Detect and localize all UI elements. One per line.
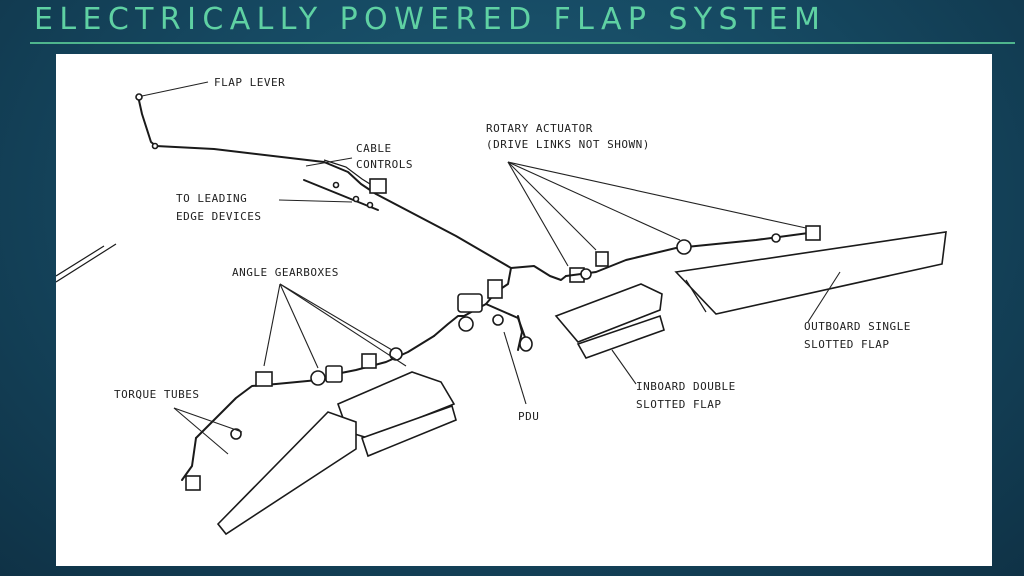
label-pdu: PDU	[518, 410, 539, 423]
diagram-labels: FLAP LEVER CABLE CONTROLS TO LEADING EDG…	[114, 76, 911, 423]
label-outboard-flap-2: SLOTTED FLAP	[804, 338, 889, 351]
label-angle-gearboxes: ANGLE GEARBOXES	[232, 266, 339, 279]
flap-lever	[135, 93, 325, 163]
title-underline	[30, 42, 1015, 44]
central-drive	[317, 265, 585, 381]
label-leading-edge-2: EDGE DEVICES	[176, 210, 261, 223]
label-inboard-flap-2: SLOTTED FLAP	[636, 398, 721, 411]
right-torque-tubes	[565, 225, 821, 280]
label-torque-tubes: TORQUE TUBES	[114, 388, 199, 401]
label-rotary-actuator-2: (DRIVE LINKS NOT SHOWN)	[486, 138, 650, 151]
label-cable-controls-2: CONTROLS	[356, 158, 413, 171]
slide-title: ELECTRICALLY POWERED FLAP SYSTEM	[34, 2, 827, 37]
label-cable-controls-1: CABLE	[356, 142, 392, 155]
cable-controls	[303, 159, 512, 269]
label-inboard-flap-1: INBOARD DOUBLE	[636, 380, 736, 393]
inboard-flap	[554, 283, 665, 359]
label-leading-edge-1: TO LEADING	[176, 192, 247, 205]
outboard-flap	[674, 231, 947, 315]
label-flap-lever: FLAP LEVER	[214, 76, 285, 89]
label-outboard-flap-1: OUTBOARD SINGLE	[804, 320, 911, 333]
flap-system-diagram: FLAP LEVER CABLE CONTROLS TO LEADING EDG…	[56, 54, 992, 566]
leader-lines	[141, 81, 841, 455]
diagram-drawing: FLAP LEVER CABLE CONTROLS TO LEADING EDG…	[56, 76, 947, 536]
left-wing-flaps	[56, 243, 457, 536]
label-rotary-actuator-1: ROTARY ACTUATOR	[486, 122, 593, 135]
